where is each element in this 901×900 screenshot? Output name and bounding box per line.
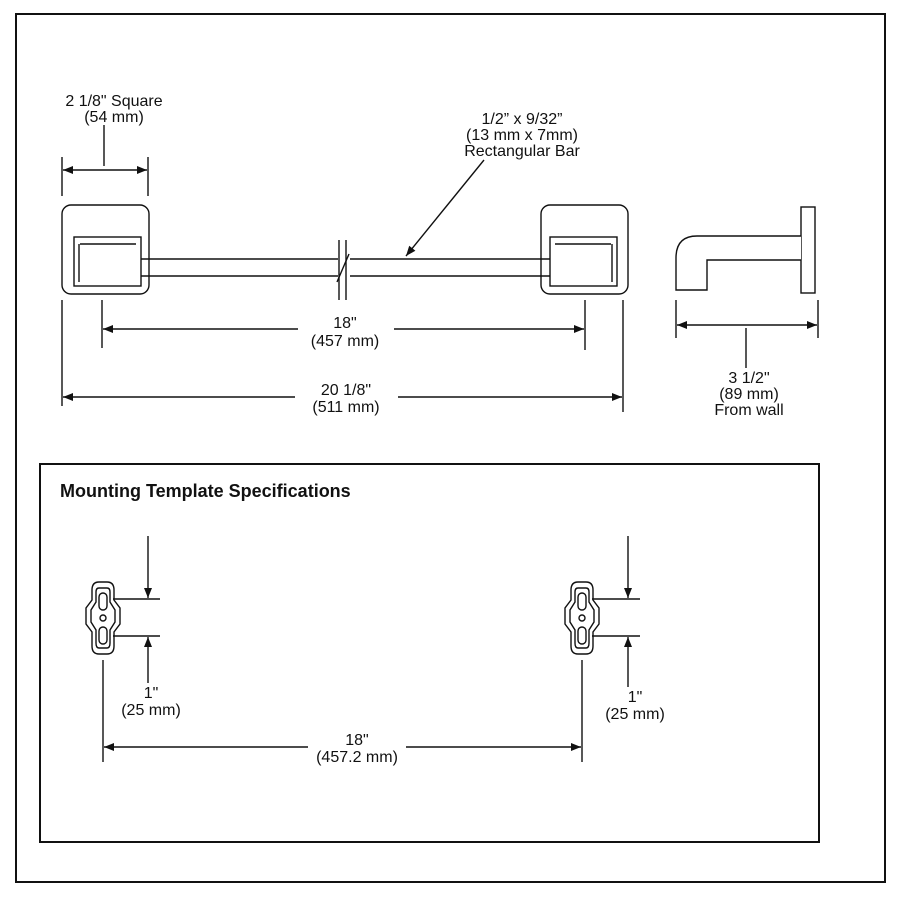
projection-label: 3 1/2" — [728, 370, 769, 387]
bar-length-metric: (457 mm) — [311, 333, 379, 350]
spacing-metric: (457.2 mm) — [316, 749, 398, 766]
flange-size-metric: (54 mm) — [84, 109, 144, 126]
overall-length-label: 20 1/8" — [321, 382, 371, 399]
spacing-label: 18" — [345, 732, 368, 749]
left-post — [73, 236, 142, 287]
center-hole — [578, 614, 586, 622]
outer-frame — [15, 13, 886, 883]
bar-length-label: 18" — [333, 315, 356, 332]
front-view: 2 1/8" Square (54 mm) 1/2” x 9/32” (13 m… — [61, 93, 629, 416]
right-offset-label: 1" — [628, 689, 643, 706]
mounting-template-panel: Mounting Template Specifications 1" (25 … — [39, 463, 820, 843]
left-mounting-bracket: 1" (25 mm) — [85, 536, 181, 719]
right-post — [549, 236, 618, 287]
template-frame — [39, 463, 820, 843]
template-title: Mounting Template Specifications — [60, 481, 351, 501]
upper-slot — [98, 592, 108, 611]
side-view: 3 1/2" (89 mm) From wall — [675, 206, 819, 419]
projection-metric: (89 mm) — [719, 386, 779, 403]
bar-size-metric: (13 mm x 7mm) — [466, 127, 578, 144]
post-profile-side — [675, 235, 801, 291]
lower-slot — [98, 626, 108, 645]
flange-size-label: 2 1/8" Square — [65, 93, 162, 110]
bar-size-label: 1/2” x 9/32” — [482, 111, 563, 128]
overall-length-metric: (511 mm) — [312, 399, 379, 416]
bar-profile-label: Rectangular Bar — [464, 143, 580, 160]
projection-note: From wall — [714, 402, 783, 419]
right-mounting-bracket: 1" (25 mm) — [564, 536, 665, 723]
left-offset-label: 1" — [144, 685, 159, 702]
bar-callout-leader — [405, 159, 485, 257]
wall-flange-side — [800, 206, 816, 294]
center-hole — [99, 614, 107, 622]
right-offset-metric: (25 mm) — [605, 706, 665, 723]
lower-slot — [577, 626, 587, 645]
left-offset-metric: (25 mm) — [121, 702, 181, 719]
upper-slot — [577, 592, 587, 611]
